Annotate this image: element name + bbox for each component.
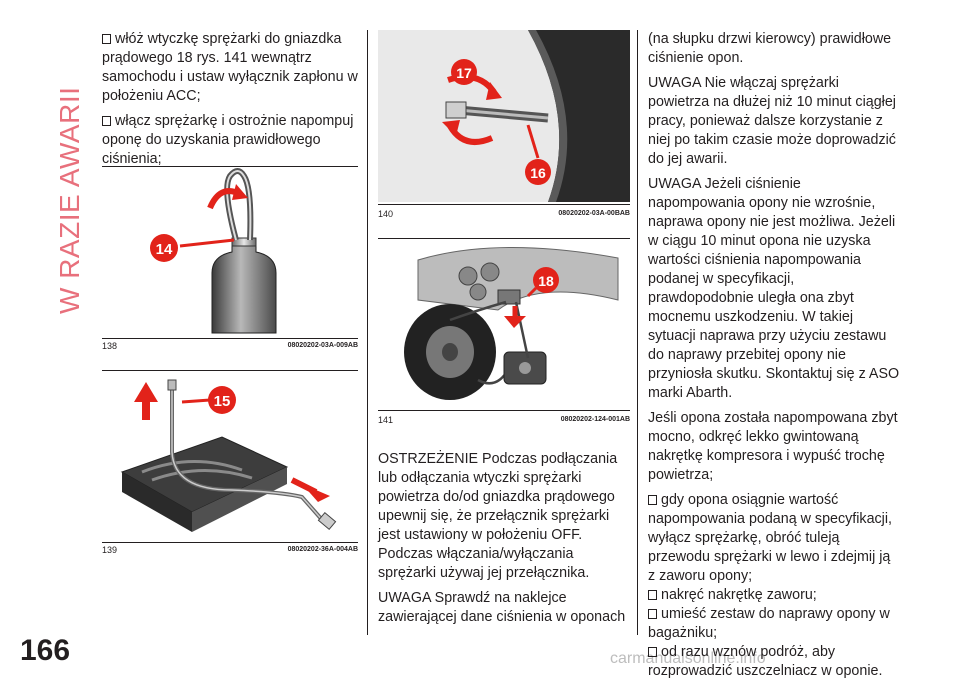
list-item: włóż wtyczkę sprężarki do gniazdka prądo… <box>102 31 358 104</box>
column-1: włóż wtyczkę sprężarki do gniazdka prądo… <box>102 30 360 175</box>
figure-number: 138 <box>102 341 118 351</box>
column-divider <box>367 30 368 635</box>
list-item: od razu wznów podróż, aby rozprowadzić u… <box>648 644 883 679</box>
checkbox-bullet-icon <box>102 116 111 126</box>
figure-number: 141 <box>378 415 394 425</box>
figure-141: 18 141 08020202-124-001AB <box>378 238 630 434</box>
figure-number: 139 <box>102 545 118 555</box>
column-3: (na słupku drzwi kierowcy) prawidłowe ci… <box>648 30 900 681</box>
figure-code: 08020202-124-001AB <box>560 416 630 423</box>
car-socket-tire-illustration: 18 <box>404 246 619 400</box>
figure-code: 08020202-36A-004AB <box>287 546 358 553</box>
checkbox-bullet-icon <box>648 609 657 619</box>
figure-138: 14 138 08020202-03A-009AB <box>102 166 358 356</box>
sealant-bottle-illustration: 14 <box>150 168 277 334</box>
list-item: włącz sprężarkę i ostrożnie napompuj opo… <box>102 113 354 167</box>
figure-140: 17 16 140 08020202-03A-00BAB <box>378 30 630 226</box>
checkbox-bullet-icon <box>648 495 657 505</box>
paragraph: Jeśli opona została napompowana zbyt moc… <box>648 410 898 483</box>
column-2: OSTRZEŻENIE Podczas podłączania lub odłą… <box>378 450 630 633</box>
figure-code: 08020202-03A-00BAB <box>558 210 630 217</box>
figure-code: 08020202-03A-009AB <box>287 342 358 349</box>
list-item: gdy opona osiągnie wartość napompowania … <box>648 492 892 584</box>
valve-hose-illustration: 17 16 <box>378 30 630 202</box>
compressor-hose-illustration: 15 <box>120 379 337 532</box>
note-paragraph: UWAGA Nie włączaj sprężarki powietrza na… <box>648 75 896 167</box>
checkbox-bullet-icon <box>648 647 657 657</box>
note-paragraph: UWAGA Jeżeli ciśnienie napompowania opon… <box>648 176 900 401</box>
checkbox-bullet-icon <box>648 590 657 600</box>
note-paragraph: UWAGA Sprawdź na naklejce zawierającej d… <box>378 590 626 625</box>
callout-label: 17 <box>456 65 472 81</box>
list-item: nakręć nakrętkę zaworu; <box>648 586 900 605</box>
list-item: umieść zestaw do naprawy opony w bagażni… <box>648 606 890 641</box>
figure-number: 140 <box>378 209 394 219</box>
callout-label: 14 <box>156 241 173 258</box>
checkbox-bullet-icon <box>102 34 111 44</box>
callout-label: 18 <box>538 273 554 289</box>
figure-139: 15 139 08020202-36A-004AB <box>102 370 358 560</box>
paragraph: (na słupku drzwi kierowcy) prawidłowe ci… <box>648 31 892 66</box>
callout-label: 16 <box>530 165 546 181</box>
column-divider <box>637 30 638 635</box>
page-number: 166 <box>20 634 71 667</box>
warning-paragraph: OSTRZEŻENIE Podczas podłączania lub odłą… <box>378 451 618 581</box>
callout-label: 15 <box>214 393 231 410</box>
section-title: W RAZIE AWARII <box>54 86 85 314</box>
